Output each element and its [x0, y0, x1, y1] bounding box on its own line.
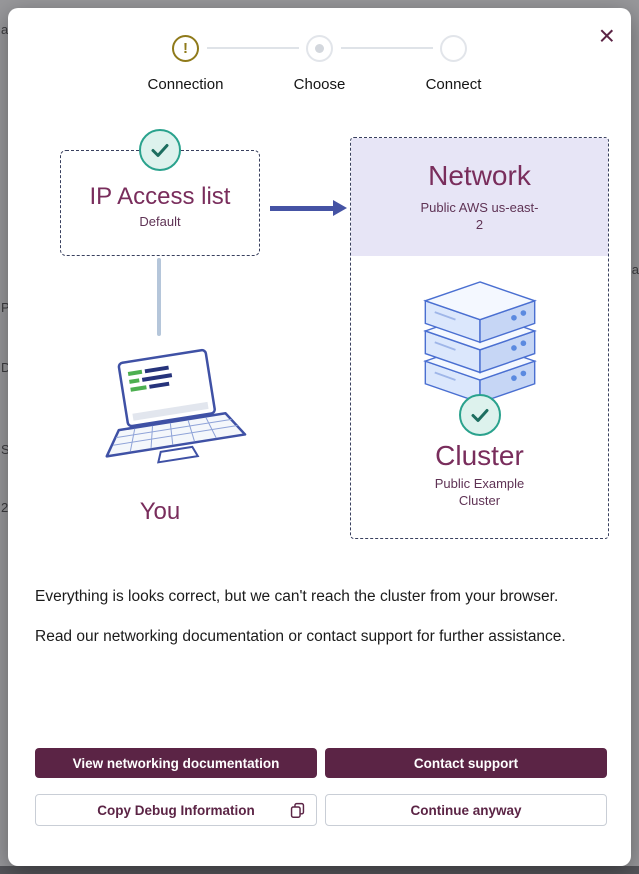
step-label-choose: Choose: [293, 76, 346, 93]
contact-support-button[interactable]: Contact support: [325, 748, 607, 778]
backdrop-bottom-strip: [0, 866, 639, 874]
message-line-1: Everything is looks correct, but we can'…: [35, 588, 559, 605]
warning-icon: !: [172, 35, 199, 62]
stepper-connector: [340, 47, 433, 49]
step-choose[interactable]: Choose: [253, 35, 387, 93]
status-messages: Everything is looks correct, but we can'…: [35, 586, 604, 665]
message-line-2: Read our networking documentation or con…: [35, 627, 566, 645]
network-header: Network Public AWS us-east-2: [351, 138, 608, 256]
network-subtitle: Public AWS us-east-2: [420, 200, 539, 232]
stepper-connector: [206, 47, 299, 49]
you-label: You: [139, 498, 181, 525]
warning-glyph: !: [183, 40, 188, 57]
ip-access-list-node: IP Access list Default: [60, 129, 260, 256]
copy-icon: [289, 802, 306, 819]
step-label-connect: Connect: [425, 76, 482, 93]
ip-access-list-title: IP Access list: [89, 183, 231, 210]
cluster-title: Cluster: [435, 440, 524, 471]
action-buttons: View networking documentation Contact su…: [35, 748, 607, 826]
server-stack-icon: [422, 281, 537, 404]
step-connection[interactable]: ! Connection: [119, 35, 253, 93]
backdrop-text-fragment: a: [1, 22, 9, 37]
backdrop-text-fragment: S: [1, 442, 10, 457]
vertical-connector-line: [157, 258, 161, 336]
step-label-connection: Connection: [147, 76, 224, 93]
backdrop-text-fragment: P: [1, 300, 10, 315]
arrow-right-icon: [270, 200, 347, 216]
network-title: Network: [428, 160, 531, 192]
stepper: ! Connection Choose Connect: [119, 35, 521, 93]
cluster-subtitle: Public Example Cluster: [434, 476, 525, 508]
copy-debug-information-button[interactable]: Copy Debug Information: [35, 794, 317, 826]
step-empty-icon: [440, 35, 467, 62]
backdrop-text-fragment: D: [1, 360, 11, 375]
check-icon: [458, 394, 501, 436]
step-connect[interactable]: Connect: [387, 35, 521, 93]
laptop-icon: [105, 348, 247, 464]
close-icon[interactable]: ×: [598, 20, 615, 51]
ip-access-list-subtitle: Default: [139, 214, 181, 229]
check-icon: [139, 129, 181, 171]
view-networking-documentation-button[interactable]: View networking documentation: [35, 748, 317, 778]
copy-debug-label: Copy Debug Information: [97, 802, 255, 818]
continue-anyway-button[interactable]: Continue anyway: [325, 794, 607, 826]
network-cluster-node: Network Public AWS us-east-2: [350, 137, 609, 539]
connection-troubleshoot-dialog: × ! Connection Choose Connect IP Access …: [8, 8, 631, 866]
backdrop-text-fragment: 2: [1, 500, 9, 515]
step-dot-icon: [306, 35, 333, 62]
backdrop-text-fragment: a: [631, 262, 639, 277]
